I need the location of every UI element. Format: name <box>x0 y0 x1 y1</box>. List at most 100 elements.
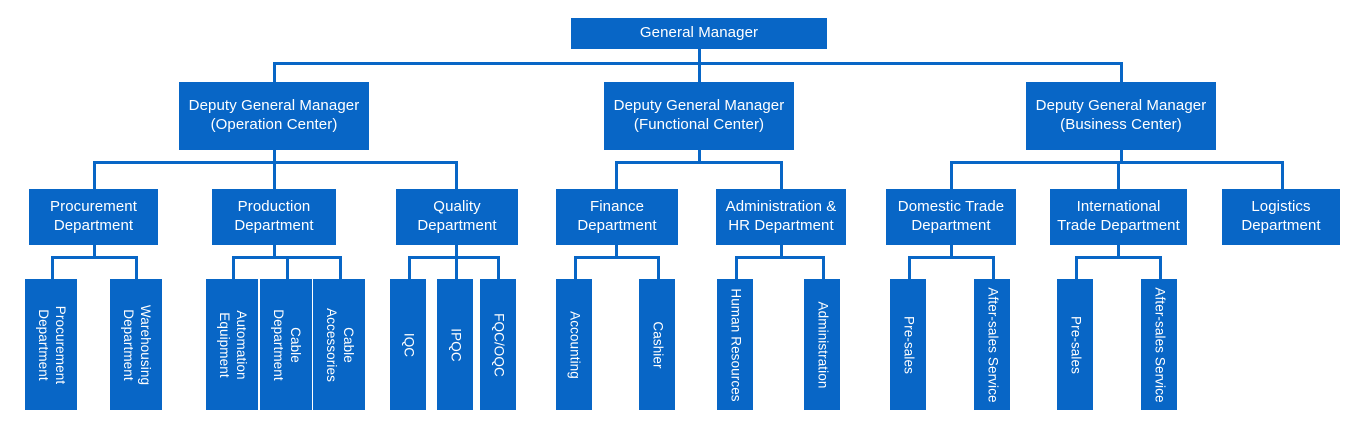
connector-procurement-dept-down <box>93 245 96 258</box>
node-label-line2: Department <box>234 217 314 234</box>
node-label: Cable Accessories <box>322 281 356 409</box>
node-label-line2: Department <box>271 308 286 381</box>
connector-drop-domestic-aftersales <box>992 256 995 279</box>
connector-drop-iqc <box>408 256 411 279</box>
node-procurement-department[interactable]: Procurement Department <box>29 189 158 245</box>
node-deputy-general-manager-functional-center[interactable]: Deputy General Manager (Functional Cente… <box>604 82 794 150</box>
node-international-trade-department[interactable]: International Trade Department <box>1050 189 1187 245</box>
connector-international-trade-bus <box>1075 256 1162 259</box>
connector-functional-down <box>698 150 701 163</box>
node-label-line2: Department <box>1241 217 1321 234</box>
node-label-line2: Equipment <box>217 311 232 378</box>
node-international-pre-sales[interactable]: Pre-sales <box>1057 279 1093 410</box>
connector-drop-warehousing-sub <box>135 256 138 279</box>
node-label: Automation Equipment <box>215 281 249 409</box>
connector-drop-international-aftersales <box>1159 256 1162 279</box>
node-label-line2: (Functional Center) <box>633 116 765 133</box>
node-label-line1: Automation <box>233 309 249 380</box>
node-cable-department[interactable]: Cable Department <box>260 279 312 410</box>
node-international-after-sales-service[interactable]: After-sales Service <box>1141 279 1177 410</box>
node-cable-accessories[interactable]: Cable Accessories <box>313 279 365 410</box>
node-label: Procurement Department <box>34 281 68 409</box>
node-label-line1: Production <box>237 198 311 216</box>
node-label: Cashier <box>650 320 666 369</box>
node-accounting[interactable]: Accounting <box>556 279 592 410</box>
node-deputy-general-manager-operation-center[interactable]: Deputy General Manager (Operation Center… <box>179 82 369 150</box>
connector-drop-cashier <box>657 256 660 279</box>
node-label-line2: (Operation Center) <box>210 116 338 133</box>
node-label: Administration <box>815 301 831 388</box>
node-label-line2: Department <box>121 308 136 381</box>
connector-finance-dept-down <box>615 245 618 258</box>
node-label-line1: Deputy General Manager <box>188 97 360 115</box>
node-ipqc[interactable]: IPQC <box>437 279 473 410</box>
connector-drop-logistics <box>1281 161 1284 189</box>
connector-drop-domestic-presales <box>908 256 911 279</box>
node-label-line1: Procurement <box>50 198 137 216</box>
node-procurement-sub-department[interactable]: Procurement Department <box>25 279 77 410</box>
node-label-line2: Department <box>53 217 134 234</box>
connector-finance-dept-bus <box>574 256 660 259</box>
node-label-line1: Finance <box>589 198 645 216</box>
node-label: Accounting <box>567 310 583 379</box>
node-label-line2: Trade Department <box>1057 217 1180 234</box>
node-label-line1: Cable <box>340 326 356 363</box>
node-domestic-trade-department[interactable]: Domestic Trade Department <box>886 189 1016 245</box>
connector-drop-international-trade <box>1117 161 1120 189</box>
node-label: After-sales Service <box>1152 286 1168 403</box>
connector-drop-functional <box>698 62 701 82</box>
node-finance-department[interactable]: Finance Department <box>556 189 678 245</box>
connector-business-down <box>1120 150 1123 163</box>
node-deputy-general-manager-business-center[interactable]: Deputy General Manager (Business Center) <box>1026 82 1216 150</box>
connector-procurement-dept-bus <box>51 256 138 259</box>
connector-drop-fqc-oqc <box>497 256 500 279</box>
node-label: Pre-sales <box>901 315 917 374</box>
node-production-department[interactable]: Production Department <box>212 189 336 245</box>
node-label: FQC/OQC <box>491 312 507 377</box>
node-label: IQC <box>401 332 417 357</box>
connector-drop-finance-dept <box>615 161 618 189</box>
node-label-line1: Procurement <box>52 305 68 384</box>
node-label-line2: Department <box>577 217 657 234</box>
node-label-line1: Logistics <box>1251 198 1311 216</box>
node-iqc[interactable]: IQC <box>390 279 426 410</box>
connector-drop-human-resources <box>735 256 738 279</box>
node-label: Warehousing Department <box>119 281 153 409</box>
node-domestic-pre-sales[interactable]: Pre-sales <box>890 279 926 410</box>
node-label: General Manager <box>639 24 759 42</box>
connector-gm-down <box>698 48 701 63</box>
node-warehousing-sub-department[interactable]: Warehousing Department <box>110 279 162 410</box>
node-label-line2: Department <box>36 308 51 381</box>
node-label: Pre-sales <box>1068 315 1084 374</box>
node-logistics-department[interactable]: Logistics Department <box>1222 189 1340 245</box>
node-administration-hr-department[interactable]: Administration & HR Department <box>716 189 846 245</box>
node-cashier[interactable]: Cashier <box>639 279 675 410</box>
connector-quality-dept-bus <box>408 256 500 259</box>
node-automation-equipment[interactable]: Automation Equipment <box>206 279 258 410</box>
connector-functional-bus <box>615 161 782 164</box>
connector-drop-procurement-sub <box>51 256 54 279</box>
node-label-line2: Accessories <box>324 307 339 382</box>
connector-operation-down <box>273 150 276 163</box>
node-quality-department[interactable]: Quality Department <box>396 189 518 245</box>
connector-drop-production-dept <box>273 161 276 189</box>
node-human-resources[interactable]: Human Resources <box>717 279 753 410</box>
node-fqc-oqc[interactable]: FQC/OQC <box>480 279 516 410</box>
connector-drop-domestic-trade <box>950 161 953 189</box>
connector-drop-automation-sub <box>232 256 235 279</box>
node-label-line2: Department <box>911 217 991 234</box>
connector-drop-accounting <box>574 256 577 279</box>
connector-domestic-trade-down <box>950 245 953 258</box>
connector-drop-admin-hr-dept <box>780 161 783 189</box>
connector-production-dept-down <box>273 245 276 258</box>
node-label: IPQC <box>448 327 464 362</box>
connector-domestic-trade-bus <box>908 256 995 259</box>
node-label-line1: Quality <box>433 198 481 216</box>
node-label-line1: Domestic Trade <box>897 198 1005 216</box>
node-label-line1: Deputy General Manager <box>613 97 785 115</box>
node-domestic-after-sales-service[interactable]: After-sales Service <box>974 279 1010 410</box>
connector-drop-international-presales <box>1075 256 1078 279</box>
node-administration[interactable]: Administration <box>804 279 840 410</box>
node-general-manager[interactable]: General Manager <box>571 18 827 49</box>
